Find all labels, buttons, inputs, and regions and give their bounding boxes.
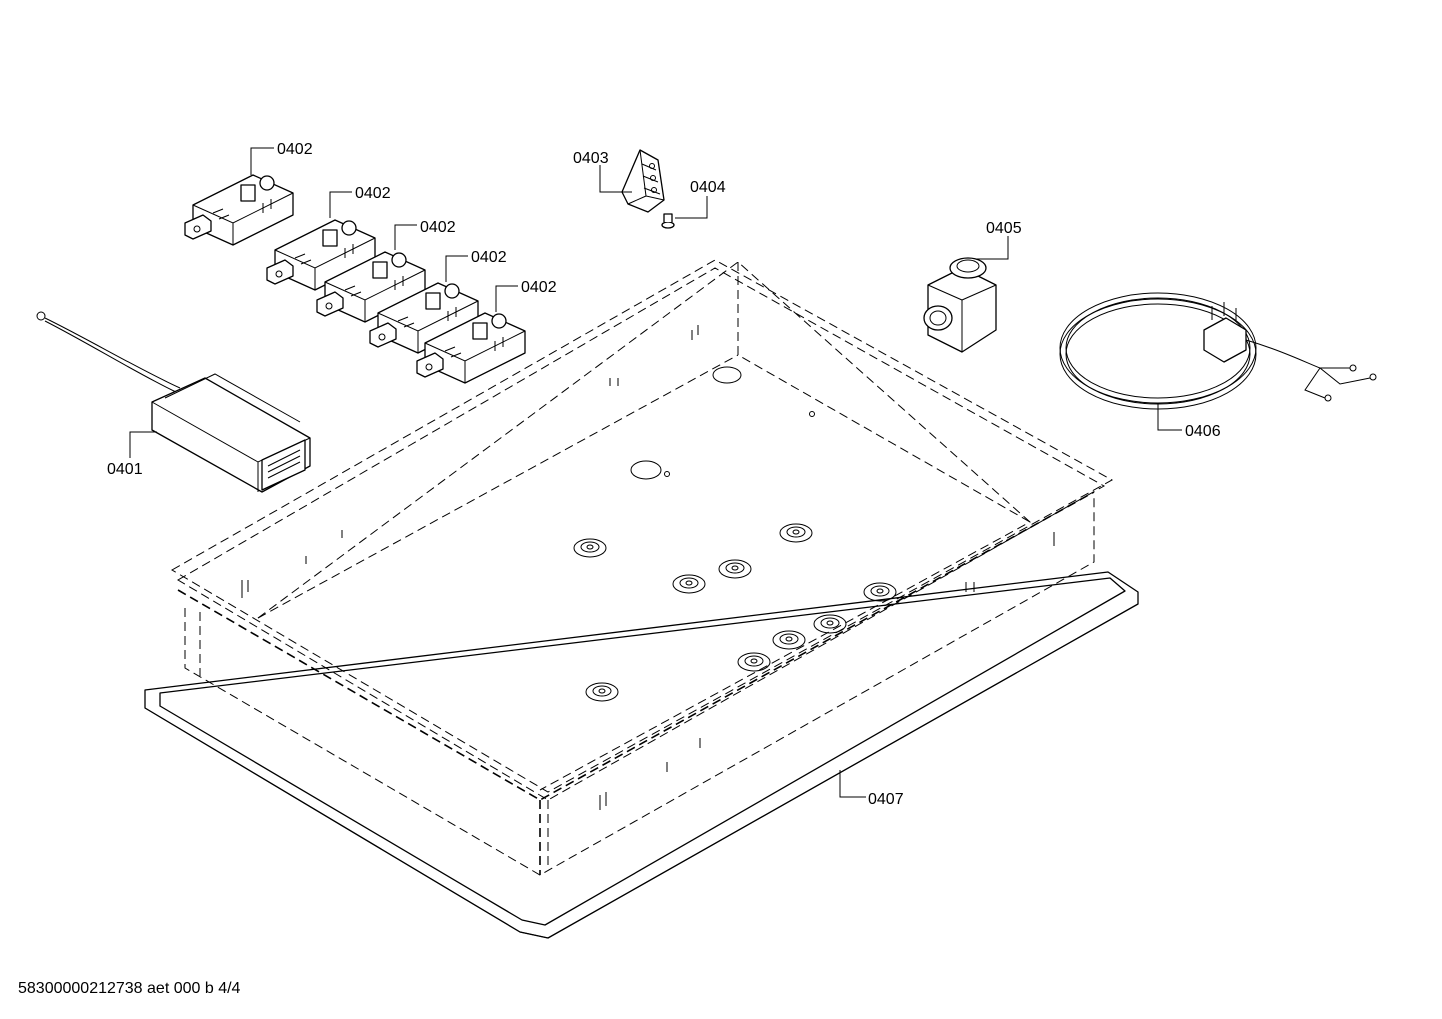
leader-0402-b xyxy=(329,191,352,218)
callout-0402-b: 0402 xyxy=(355,185,391,202)
gasket-0407 xyxy=(144,571,1139,939)
callout-0403: 0403 xyxy=(573,150,609,167)
leader-0407 xyxy=(839,770,866,798)
transformer-box-0401 xyxy=(36,311,311,493)
callout-0404: 0404 xyxy=(690,179,726,196)
callout-0402-c: 0402 xyxy=(420,219,456,236)
power-cord-0406 xyxy=(1059,292,1377,410)
callout-0406: 0406 xyxy=(1185,423,1221,440)
leader-0402-c xyxy=(394,224,417,250)
leader-0401 xyxy=(129,431,157,458)
screw-0404 xyxy=(661,213,675,229)
burner-opening-5 xyxy=(863,582,897,602)
leader-0402-e xyxy=(495,285,518,312)
callout-0402-a: 0402 xyxy=(277,141,313,158)
terminal-block-0403 xyxy=(621,149,665,213)
ignition-module-1 xyxy=(184,174,294,246)
leader-0403 xyxy=(599,165,632,193)
burner-opening-2 xyxy=(779,523,813,543)
leader-0402-a xyxy=(250,147,274,175)
document-id: 58300000212738 aet 000 b 4/4 xyxy=(18,980,241,997)
hob-tray-outline xyxy=(171,259,1114,876)
leader-0406 xyxy=(1157,404,1182,431)
callout-0405: 0405 xyxy=(986,220,1022,237)
leader-0404 xyxy=(675,196,708,219)
callout-0401: 0401 xyxy=(107,461,143,478)
callout-0402-e: 0402 xyxy=(521,279,557,296)
callout-0402-d: 0402 xyxy=(471,249,507,266)
burner-opening-3 xyxy=(718,559,752,579)
burner-opening-4 xyxy=(672,574,706,594)
callout-0407: 0407 xyxy=(868,791,904,808)
gas-regulator-0405 xyxy=(923,257,997,353)
leader-0402-d xyxy=(445,255,468,282)
leader-0405 xyxy=(975,236,1009,260)
burner-opening-1 xyxy=(573,538,607,558)
